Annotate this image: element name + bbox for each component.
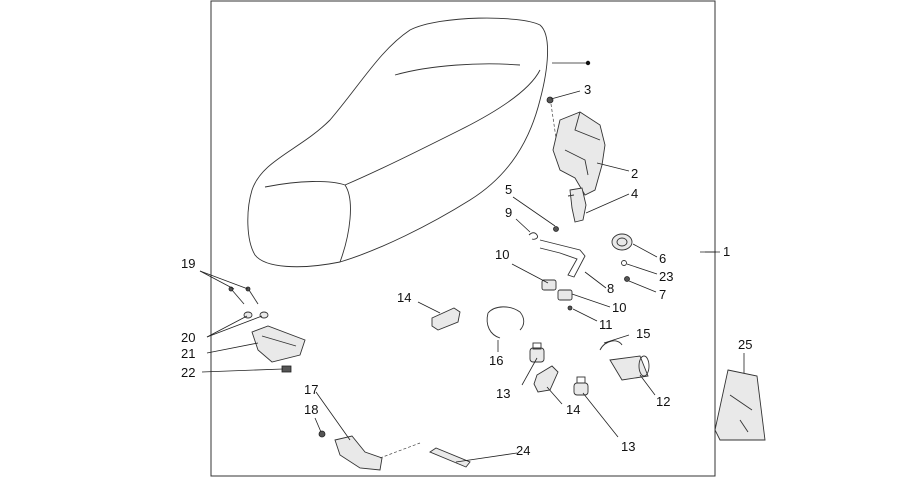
callout-13a: 13 bbox=[496, 386, 510, 401]
rubber-bumper-14b bbox=[533, 365, 559, 393]
callout-8: 8 bbox=[607, 281, 614, 296]
rubber-bumper-14a bbox=[431, 307, 461, 331]
callout-labels: 1 2 3 4 5 6 7 8 9 10 10 11 12 13 13 14 1… bbox=[181, 82, 752, 458]
rod-8 bbox=[539, 239, 586, 278]
leader-lines bbox=[199, 60, 745, 463]
diagram-frame bbox=[210, 0, 716, 477]
washers-20 bbox=[243, 311, 269, 319]
callout-18: 18 bbox=[304, 402, 318, 417]
callout-12: 12 bbox=[656, 394, 670, 409]
callout-10a: 10 bbox=[495, 247, 509, 262]
callout-25: 25 bbox=[738, 337, 752, 352]
screw-3 bbox=[546, 96, 557, 139]
callout-14b: 14 bbox=[566, 402, 580, 417]
hinge-bracket-17 bbox=[334, 435, 421, 471]
clip-22 bbox=[281, 365, 292, 373]
callout-14a: 14 bbox=[397, 290, 411, 305]
callout-10b: 10 bbox=[612, 300, 626, 315]
bracket-4 bbox=[567, 187, 587, 223]
callout-7: 7 bbox=[659, 287, 666, 302]
tool-bag-25 bbox=[714, 369, 766, 441]
seat-part bbox=[247, 17, 548, 268]
callout-15: 15 bbox=[636, 326, 650, 341]
spring-15 bbox=[599, 340, 623, 351]
lock-housing-part bbox=[552, 111, 606, 196]
callout-20: 20 bbox=[181, 330, 195, 345]
bolts-19 bbox=[228, 286, 259, 305]
callout-17: 17 bbox=[304, 382, 318, 397]
nut-18 bbox=[318, 430, 326, 438]
washer-23-screw-7 bbox=[621, 260, 630, 282]
callout-4: 4 bbox=[631, 186, 638, 201]
callout-21: 21 bbox=[181, 346, 195, 361]
callout-11: 11 bbox=[599, 317, 613, 332]
rod-24 bbox=[429, 447, 471, 468]
callout-1: 1 bbox=[723, 244, 730, 259]
callout-9: 9 bbox=[505, 205, 512, 220]
callout-23: 23 bbox=[659, 269, 673, 284]
screw-5-9 bbox=[528, 226, 559, 240]
callout-3: 3 bbox=[584, 82, 591, 97]
callout-19: 19 bbox=[181, 256, 195, 271]
callout-6: 6 bbox=[659, 251, 666, 266]
buffer-13b bbox=[573, 376, 589, 396]
buffer-13a bbox=[529, 342, 545, 363]
callout-13b: 13 bbox=[621, 439, 635, 454]
cylinder-12 bbox=[609, 355, 650, 381]
hinge-plate-21 bbox=[251, 325, 306, 363]
callout-2: 2 bbox=[631, 166, 638, 181]
clips-10 bbox=[541, 279, 573, 311]
callout-16: 16 bbox=[489, 353, 503, 368]
callout-24: 24 bbox=[516, 443, 530, 458]
callout-22: 22 bbox=[181, 365, 195, 380]
grommet-6 bbox=[611, 233, 633, 251]
callout-5: 5 bbox=[505, 182, 512, 197]
cable-16 bbox=[486, 306, 525, 339]
